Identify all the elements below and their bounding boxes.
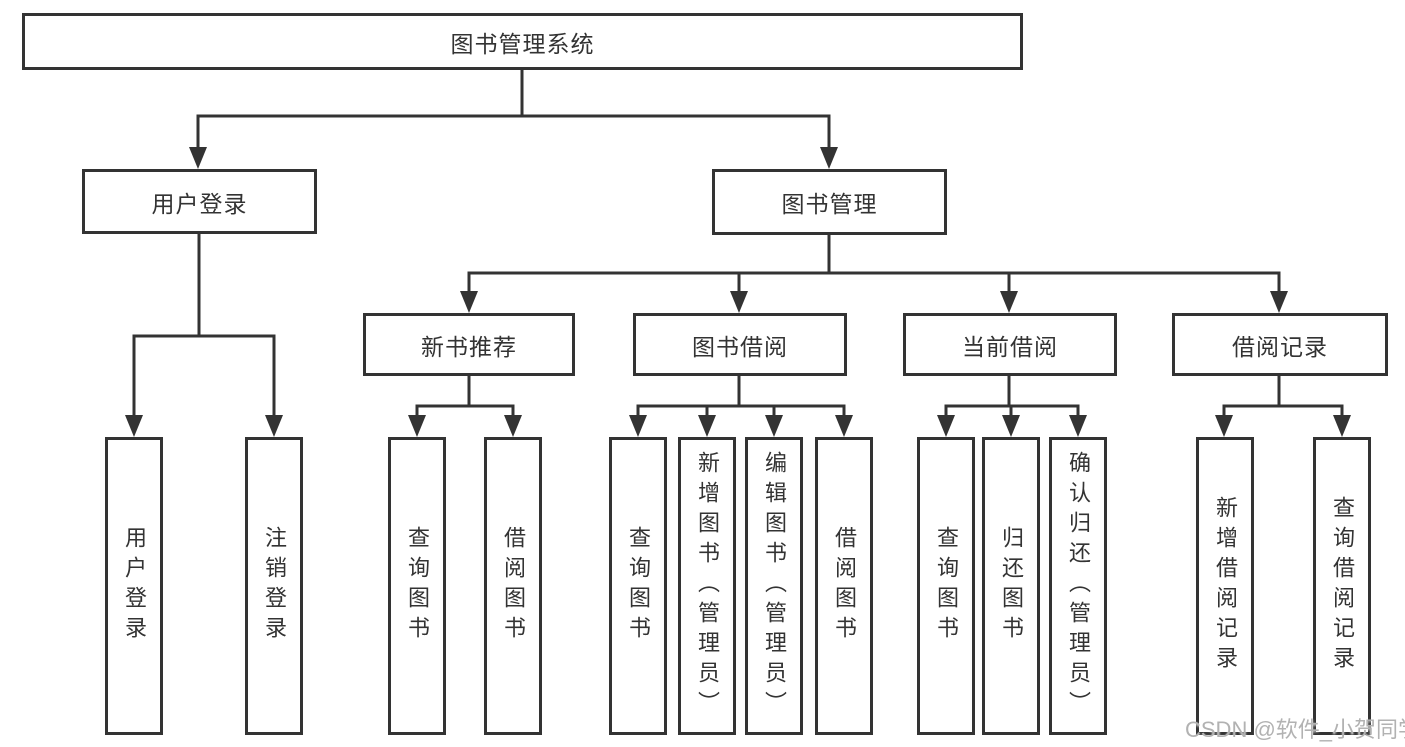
leaf-recommend-borrow-books: 借阅图书 [484,437,542,735]
leaf-borrowing-borrow-books-label: 借阅图书 [832,526,857,646]
leaf-records-query-record-label: 查询借阅记录 [1330,496,1355,676]
leaf-borrowing-edit-books-admin-label: 编辑图书（管理员） [762,451,787,721]
node-borrowing-records-label: 借阅记录 [1232,333,1328,360]
leaf-recommend-query-books: 查询图书 [388,437,446,735]
node-new-book-recommendation: 新书推荐 [363,313,575,376]
leaf-logout: 注销登录 [245,437,303,735]
leaf-records-add-record: 新增借阅记录 [1196,437,1254,735]
leaf-borrowing-query-books: 查询图书 [609,437,667,735]
node-borrowing-records: 借阅记录 [1172,313,1388,376]
tree-edges [132,67,1344,420]
leaf-records-add-record-label: 新增借阅记录 [1213,496,1238,676]
leaf-borrowing-add-books-admin: 新增图书（管理员） [678,437,736,735]
leaf-borrowing-borrow-books: 借阅图书 [815,437,873,735]
node-user-login-label: 用户登录 [151,190,248,217]
arrowheads [125,147,1351,437]
leaf-current-return-books-label: 归还图书 [999,526,1024,646]
node-current-borrowing-label: 当前借阅 [962,333,1058,360]
node-library-system: 图书管理系统 [22,13,1023,70]
leaf-borrowing-add-books-admin-label: 新增图书（管理员） [695,451,720,721]
leaf-user-login: 用户登录 [105,437,163,735]
leaf-user-login-label: 用户登录 [122,526,147,646]
leaf-current-query-books: 查询图书 [917,437,975,735]
leaf-recommend-borrow-books-label: 借阅图书 [501,526,526,646]
leaf-current-return-books: 归还图书 [982,437,1040,735]
leaf-borrowing-edit-books-admin: 编辑图书（管理员） [745,437,803,735]
leaf-logout-label: 注销登录 [262,526,287,646]
node-new-book-recommendation-label: 新书推荐 [421,333,517,360]
leaf-records-query-record: 查询借阅记录 [1313,437,1371,735]
node-library-system-label: 图书管理系统 [450,30,595,57]
leaf-current-query-books-label: 查询图书 [934,526,959,646]
node-current-borrowing: 当前借阅 [903,313,1117,376]
node-book-management: 图书管理 [712,169,947,235]
node-book-borrowing: 图书借阅 [633,313,847,376]
leaf-current-confirm-return-admin: 确认归还（管理员） [1049,437,1107,735]
node-user-login: 用户登录 [82,169,317,234]
leaf-current-confirm-return-admin-label: 确认归还（管理员） [1066,451,1091,721]
leaf-recommend-query-books-label: 查询图书 [405,526,430,646]
leaf-borrowing-query-books-label: 查询图书 [626,526,651,646]
node-book-management-label: 图书管理 [781,191,878,217]
node-book-borrowing-label: 图书借阅 [692,333,788,360]
csdn-watermark: CSDN @软件_小贺同学 [1185,717,1405,742]
